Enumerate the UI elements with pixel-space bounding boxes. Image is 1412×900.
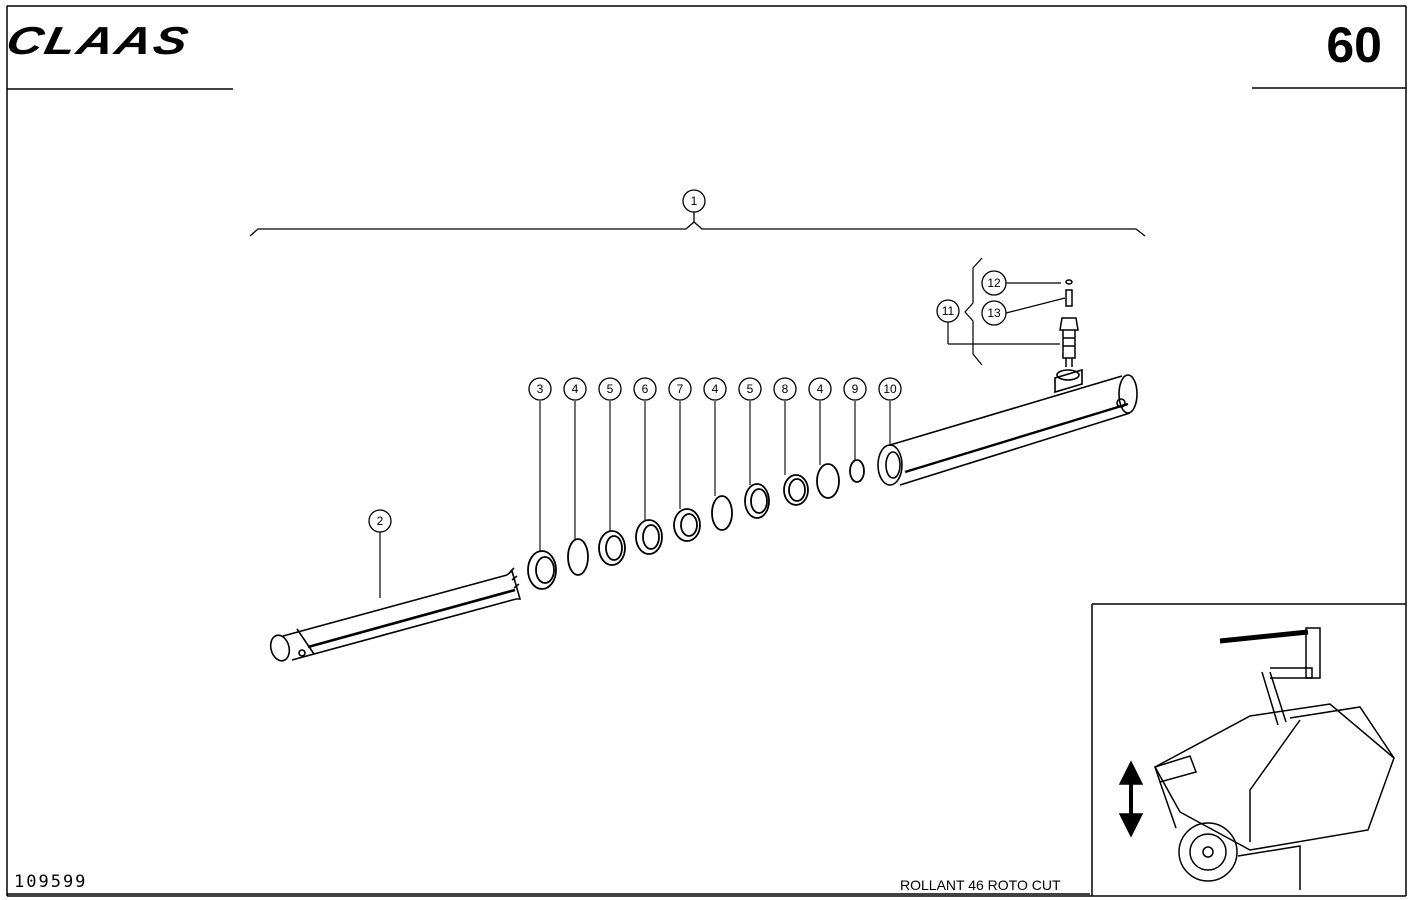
seal-stack [527, 459, 865, 590]
piston-rod [269, 567, 522, 662]
ring-6 [635, 519, 663, 555]
callout-4b: 4 [712, 382, 719, 396]
drawing-number: 109599 [14, 872, 88, 892]
sheet-frame [6, 5, 1407, 897]
fitting-brace [947, 257, 1066, 366]
ring-4c [816, 463, 840, 499]
bushing-5a [598, 530, 626, 566]
callout-7: 7 [677, 382, 684, 396]
callout-labels: 1 2 3 4 5 6 7 4 5 8 4 9 10 11 12 13 [377, 194, 1001, 528]
callout-10: 10 [883, 382, 897, 396]
callout-5a: 5 [607, 382, 614, 396]
bushing-7 [673, 508, 701, 542]
callout-2: 2 [377, 514, 384, 528]
ring-4b [711, 495, 733, 531]
callout-8: 8 [782, 382, 789, 396]
callout-leaders [539, 401, 891, 552]
bushing-5b [744, 483, 770, 519]
callout-12: 12 [987, 276, 1001, 290]
location-inset [1091, 603, 1406, 896]
callout-6: 6 [642, 382, 649, 396]
callout-11: 11 [942, 304, 955, 318]
lube-fitting [1059, 279, 1079, 367]
callout-4a: 4 [572, 382, 579, 396]
callout-3: 3 [537, 382, 544, 396]
assembly-brace [249, 212, 1146, 237]
ring-3 [527, 550, 557, 590]
page-number: 60 [1326, 17, 1382, 73]
baler-illustration [1153, 627, 1395, 890]
up-down-arrow-icon [1118, 760, 1144, 838]
callout-circles [368, 189, 1007, 533]
callout-5b: 5 [747, 382, 754, 396]
callout-1: 1 [691, 194, 698, 208]
cylinder-barrel [877, 368, 1138, 486]
ring-4a [567, 538, 589, 576]
callout-4c: 4 [817, 382, 824, 396]
ring-8 [783, 474, 809, 506]
model-name: ROLLANT 46 ROTO CUT [900, 877, 1061, 893]
callout-9: 9 [852, 382, 859, 396]
callout-13: 13 [987, 306, 1001, 320]
ring-9 [849, 459, 865, 483]
